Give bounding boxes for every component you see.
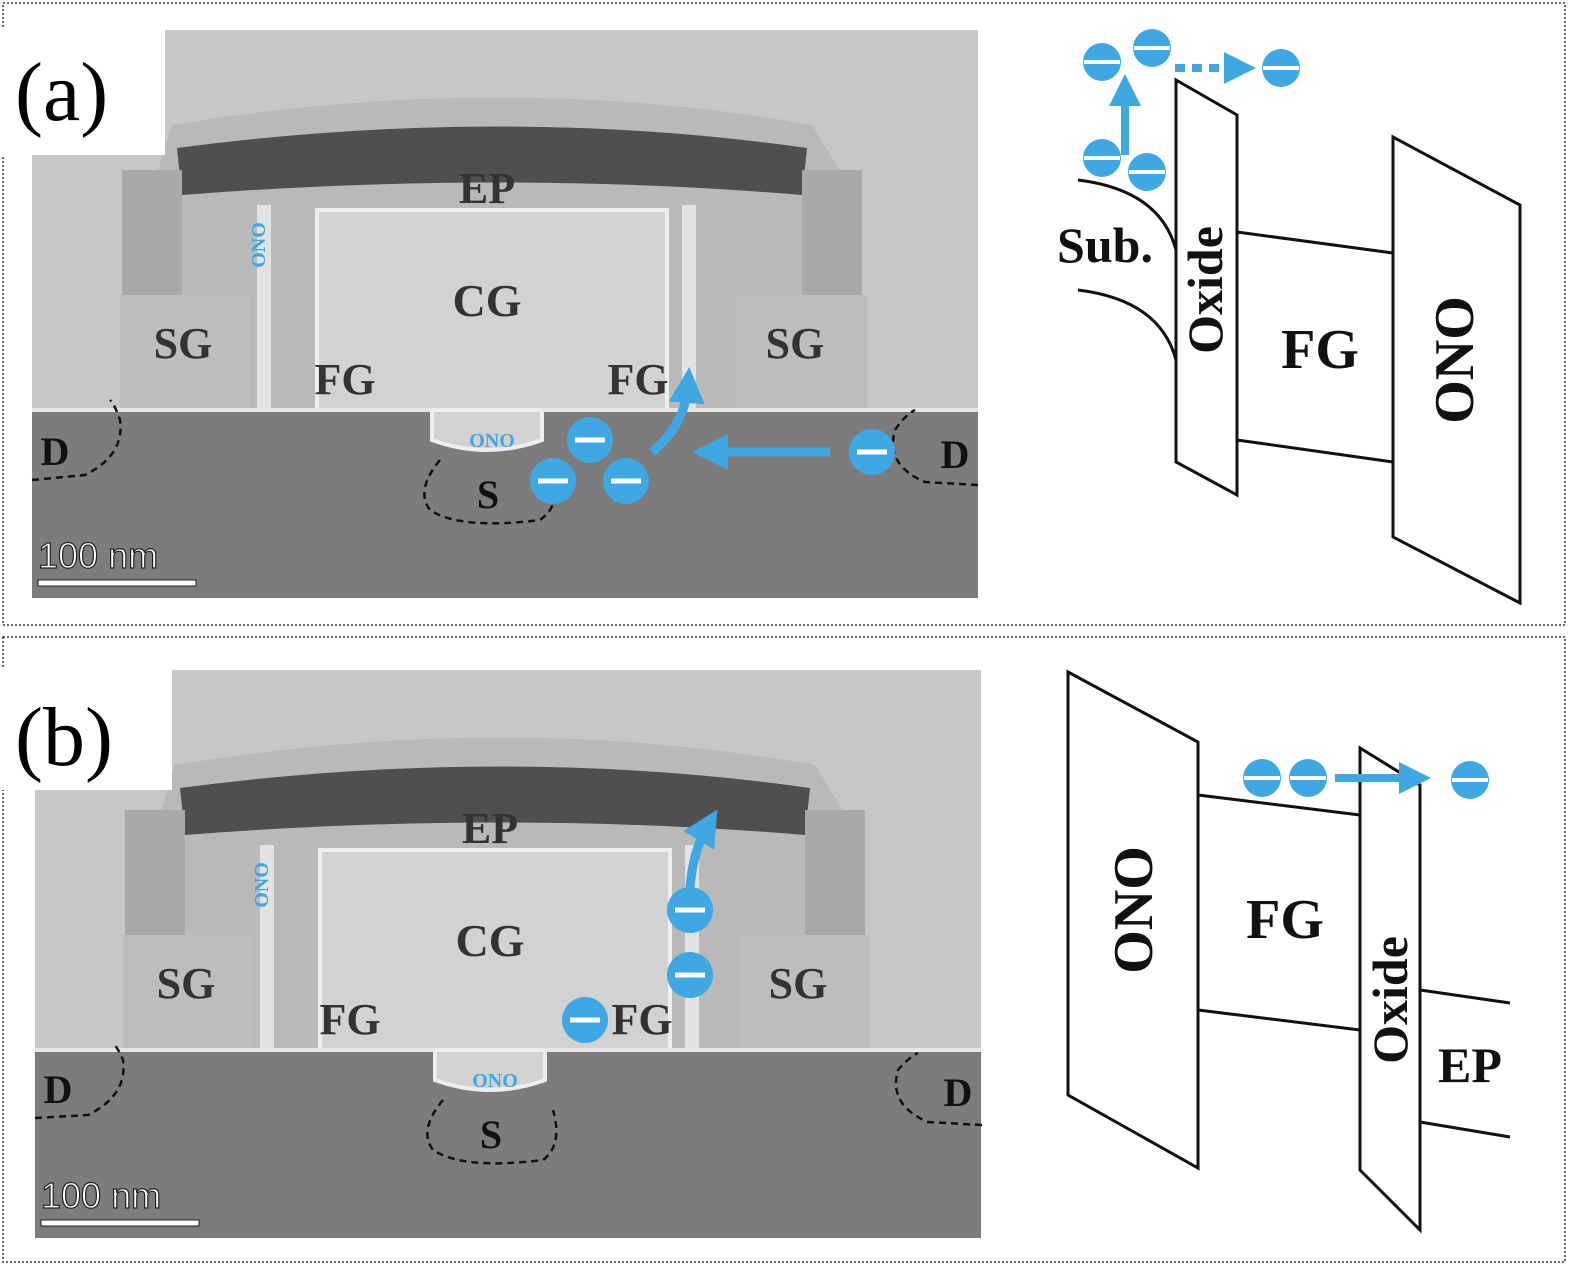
source-region [423,459,555,525]
drain-right-region [894,1051,983,1127]
label-oxide: Oxide [1362,936,1418,1064]
electron-icon [567,417,613,463]
label-drain-right: D [944,1070,973,1115]
electron-icon [1262,49,1300,87]
label-sg-right: SG [769,959,828,1008]
band-diagram-b [1066,669,1511,1234]
scale-bar [37,579,197,587]
electron-icon [1128,153,1166,191]
ep-band-top [1419,988,1511,1005]
label-source: S [480,1112,502,1157]
label-ono-side: ONO [248,222,270,268]
ono-barrier [1391,134,1522,606]
source-region [426,1099,558,1165]
scale-bar-label: 100 nm [38,535,158,576]
electron-icon [849,429,895,475]
label-substrate: Sub. [1057,217,1153,273]
label-ep: EP [462,804,518,853]
injection-arrow [649,367,705,456]
substrate-band-top [1077,178,1178,251]
electron-icon [530,458,576,504]
electron-icon [1243,759,1281,797]
injection-arrow [683,809,718,889]
label-fg: FG [1281,319,1359,381]
label-ono: ONO [1424,296,1486,424]
fg-band-bottom [1197,1008,1361,1032]
electron-icon [562,997,608,1043]
label-ono-side: ONO [251,862,273,908]
label-sg-right: SG [766,319,825,368]
electron-icon [667,952,713,998]
electron-icon [1133,29,1171,67]
label-ep: EP [1438,1037,1502,1093]
label-drain-right: D [941,432,970,477]
oxide-barrier [1174,77,1239,498]
scale-bar [40,1219,200,1227]
label-fg-left: FG [314,355,375,404]
panel-a: (a) EP ONO CG SG SG FG FG ONO D D S 100 … [0,2,1566,626]
panel-border [2,636,1566,1263]
panel-label: (a) [15,46,108,139]
fg-band-bottom [1236,438,1394,464]
label-ono-bottom: ONO [472,1070,518,1092]
electron-icon [667,887,713,933]
label-cg: CG [453,275,522,326]
drain-left-region [31,399,122,482]
label-oxide: Oxide [1177,226,1233,354]
electron-icon [603,458,649,504]
electron-icon [1083,139,1121,177]
panel-b: (b) EP ONO CG SG SG FG FG ONO D D S 100 … [0,636,1566,1263]
label-sg-left: SG [154,319,213,368]
substrate-band-bottom [1077,288,1178,361]
label-drain-left: D [44,1067,73,1112]
label-fg-right: FG [611,995,672,1044]
drain-left-region [34,1042,125,1120]
ono-barrier [1066,669,1200,1171]
electron-icon [1289,759,1327,797]
label-fg-left: FG [319,995,380,1044]
label-drain-left: D [41,429,70,474]
scale-bar-label: 100 nm [41,1175,161,1216]
label-ono-bottom: ONO [469,430,515,452]
panel-label: (b) [15,691,113,784]
label-sg-left: SG [157,959,216,1008]
label-source: S [477,472,499,517]
fg-band-top [1197,793,1361,817]
label-ono: ONO [1103,846,1165,974]
label-fg-right: FG [607,355,668,404]
band-diagram-a [1077,77,1522,606]
panel-border [2,2,1566,626]
label-ep: EP [459,164,515,213]
ep-band-bottom [1419,1120,1511,1139]
label-fg: FG [1246,889,1324,951]
fg-band-top [1236,230,1394,255]
electron-icon [1451,761,1489,799]
electron-icon [1083,43,1121,81]
label-cg: CG [456,915,525,966]
